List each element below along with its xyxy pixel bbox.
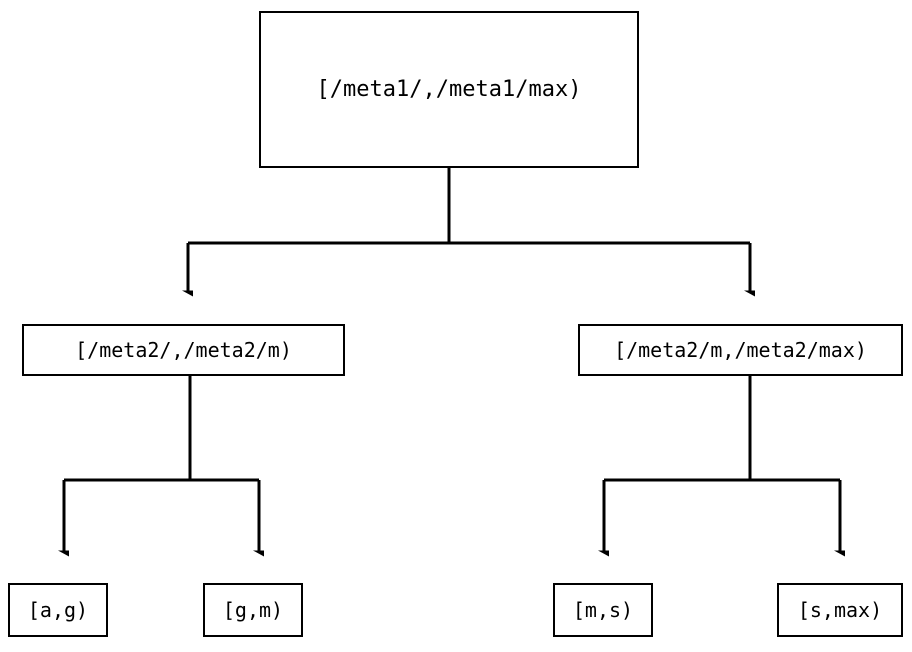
tree-node-leaf-ms-label: [m,s) bbox=[572, 598, 634, 622]
tree-node-leaf-smax-label: [s,max) bbox=[797, 598, 883, 622]
tree-node-leaf-ms[interactable]: [m,s) bbox=[553, 583, 653, 637]
tree-node-meta2-high-label: [/meta2/m,/meta2/max) bbox=[614, 338, 867, 362]
tree-node-leaf-smax[interactable]: [s,max) bbox=[777, 583, 903, 637]
edge-meta2-low-to-leaf-ag bbox=[64, 376, 192, 551]
tree-node-leaf-ag-label: [a,g) bbox=[27, 598, 89, 622]
tree-node-meta2-low[interactable]: [/meta2/,/meta2/m) bbox=[22, 324, 345, 376]
tree-node-meta2-high[interactable]: [/meta2/m,/meta2/max) bbox=[578, 324, 903, 376]
tree-node-leaf-gm-label: [g,m) bbox=[222, 598, 284, 622]
edge-meta2-low-to-leaf-gm bbox=[190, 478, 259, 551]
tree-node-meta2-low-label: [/meta2/,/meta2/m) bbox=[75, 338, 292, 362]
tree-node-root[interactable]: [/meta1/,/meta1/max) bbox=[259, 11, 639, 168]
edge-root-to-meta2-low bbox=[188, 168, 451, 291]
tree-node-leaf-ag[interactable]: [a,g) bbox=[8, 583, 108, 637]
tree-node-leaf-gm[interactable]: [g,m) bbox=[203, 583, 303, 637]
edge-root-to-meta2-high bbox=[449, 241, 750, 291]
tree-node-root-label: [/meta1/,/meta1/max) bbox=[316, 76, 582, 102]
edge-meta2-high-to-leaf-smax bbox=[750, 478, 840, 551]
edge-meta2-high-to-leaf-ms bbox=[604, 376, 752, 551]
